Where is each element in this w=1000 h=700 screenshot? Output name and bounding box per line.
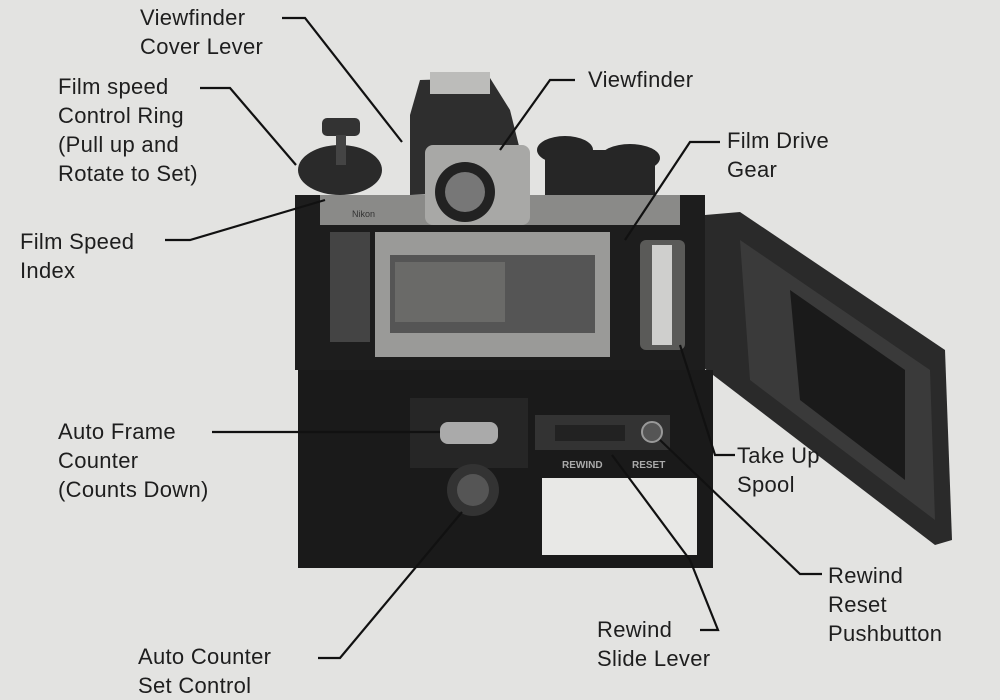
- callout-line: Counter: [58, 448, 139, 473]
- callout-rewind-slide-lever: Rewind Slide Lever: [597, 615, 710, 673]
- callout-line: Rewind: [828, 563, 904, 588]
- callout-line: Film Drive: [727, 128, 829, 153]
- reset-marking: RESET: [632, 460, 665, 471]
- callout-line: Rotate to Set): [58, 161, 198, 186]
- callout-auto-frame-counter: Auto Frame Counter (Counts Down): [58, 417, 209, 504]
- callout-viewfinder-cover-lever: Viewfinder Cover Lever: [140, 3, 263, 61]
- callout-line: Control Ring: [58, 103, 184, 128]
- callout-line: (Pull up and: [58, 132, 180, 157]
- frame-counter-window: [440, 422, 498, 444]
- callout-line: Slide Lever: [597, 646, 711, 671]
- callout-rewind-reset-pushbutton: Rewind Reset Pushbutton: [828, 561, 942, 648]
- rewind-marking: REWIND: [562, 460, 603, 471]
- callout-film-speed-control-ring: Film speed Control Ring (Pull up and Rot…: [58, 72, 198, 188]
- callout-line: Film speed: [58, 74, 169, 99]
- callout-film-speed-index: Film Speed Index: [20, 227, 134, 285]
- callout-line: Take Up: [737, 443, 820, 468]
- brand-marking: Nikon: [352, 209, 375, 219]
- callout-viewfinder: Viewfinder: [588, 65, 693, 94]
- callout-line: (Counts Down): [58, 477, 209, 502]
- callout-line: Set Control: [138, 673, 252, 698]
- callout-take-up-spool: Take Up Spool: [737, 441, 820, 499]
- callout-line: Auto Counter: [138, 644, 272, 669]
- callout-line: Auto Frame: [58, 419, 176, 444]
- callout-line: Reset: [828, 592, 887, 617]
- callout-line: Viewfinder: [588, 67, 694, 92]
- callout-line: Spool: [737, 472, 795, 497]
- callout-line: Pushbutton: [828, 621, 943, 646]
- motor-drive-label-plate: [542, 478, 697, 555]
- callout-line: Viewfinder: [140, 5, 246, 30]
- callout-line: Rewind: [597, 617, 673, 642]
- callout-line: Gear: [727, 157, 778, 182]
- film-speed-dial: [298, 145, 382, 195]
- callout-line: Index: [20, 258, 76, 283]
- leader-lines: [165, 16, 822, 660]
- callout-line: Film Speed: [20, 229, 135, 254]
- callout-auto-counter-set-control: Auto Counter Set Control: [138, 642, 271, 700]
- callout-film-drive-gear: Film Drive Gear: [727, 126, 829, 184]
- callout-line: Cover Lever: [140, 34, 264, 59]
